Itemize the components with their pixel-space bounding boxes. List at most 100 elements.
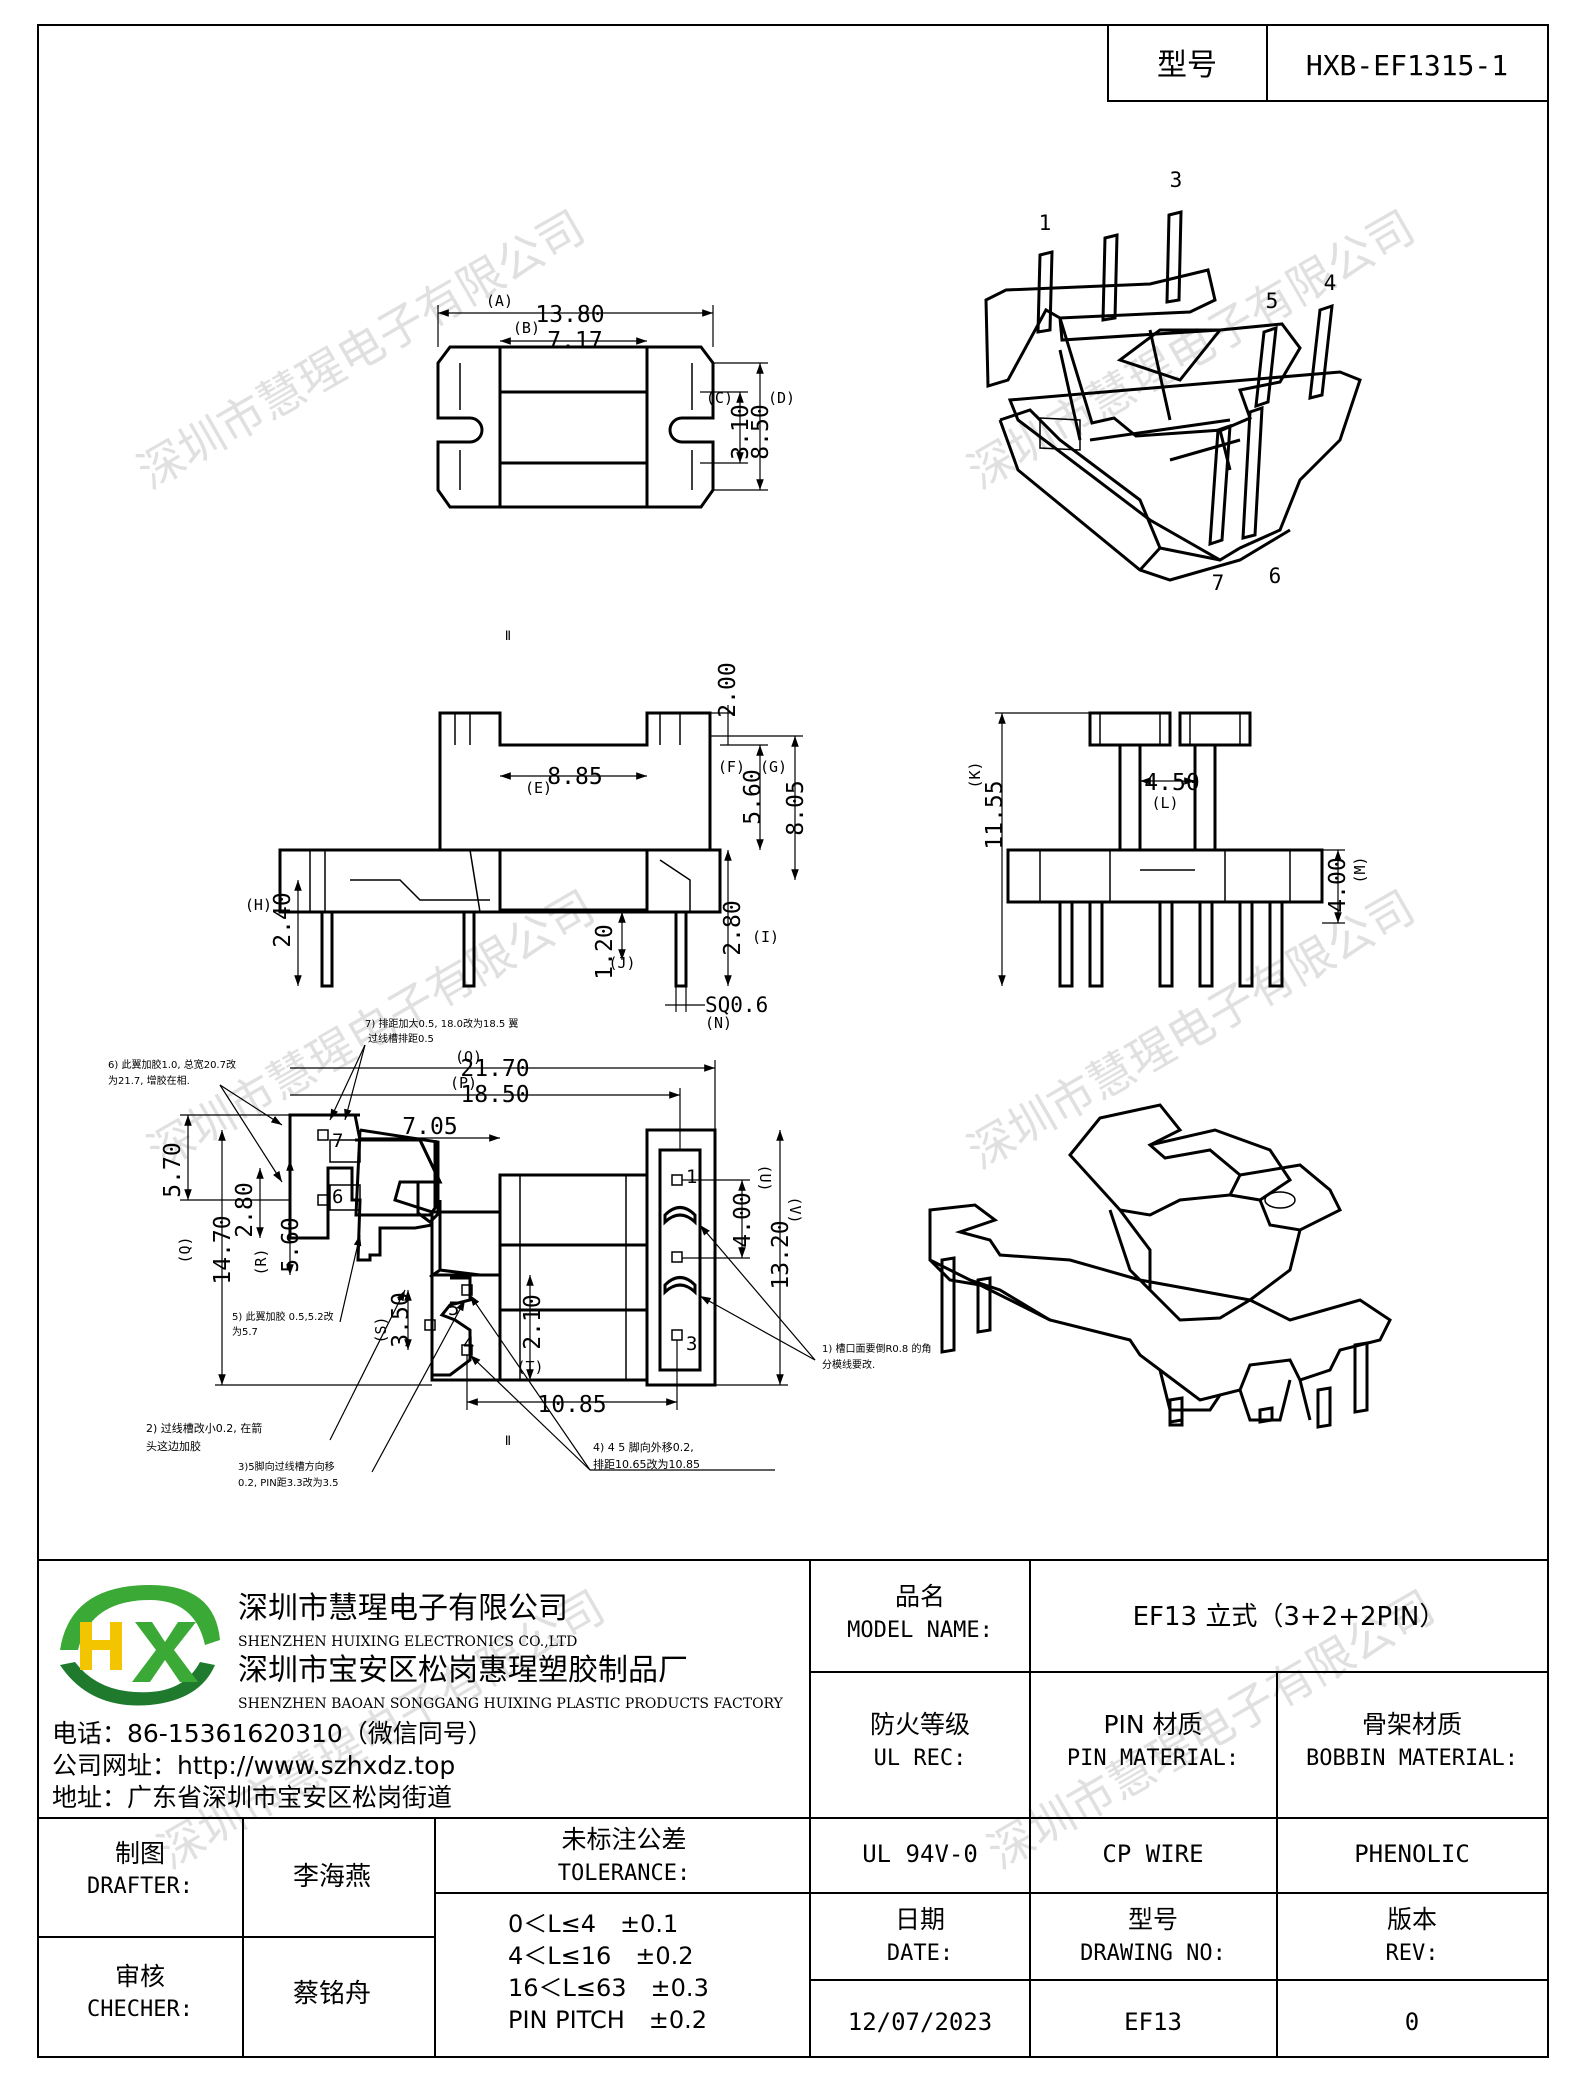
dim-b-letter: (B) [513, 319, 540, 337]
dim-a-value: 13.80 [535, 302, 604, 328]
iso-pin-7: 7 [1212, 571, 1225, 595]
note-4a: 4) 4 5 脚向外移0.2, [593, 1440, 694, 1454]
pin-material-label-en: PIN MATERIAL: [1067, 1746, 1239, 1771]
note-5a: 5) 此翼加胶 0.5,5.2改 [232, 1310, 334, 1323]
dim-c-letter: (C) [706, 389, 733, 407]
tolerance-label-en: TOLERANCE: [558, 1861, 690, 1886]
iso-view-bottom [928, 1103, 1392, 1429]
bottom-u-letter: (U) [756, 1164, 774, 1191]
bottom-u-value: 4.00 [730, 1192, 756, 1247]
title-block: 深圳市慧瑆电子有限公司 SHENZHEN HUIXING ELECTRONICS… [38, 1559, 1548, 2057]
drafter-value: 李海燕 [293, 1862, 371, 1892]
bottom-t-value: 2.10 [520, 1294, 546, 1349]
tolerance-line-4: PIN PITCH ±0.2 [508, 2006, 707, 2034]
model-name-label-en: MODEL NAME: [847, 1618, 993, 1643]
bottom-705-value: 7.05 [402, 1114, 457, 1140]
front-l-value: 4.50 [1144, 770, 1199, 796]
ul-label-cn: 防火等级 [870, 1710, 970, 1739]
company-logo [60, 1585, 220, 1706]
note-1b: 分模线要改. [822, 1358, 875, 1371]
side-h-letter: (H) [245, 896, 272, 914]
dim-d-letter: (D) [768, 389, 795, 407]
top-view: (A) 13.80 (B) 7.17 (C) 3.10 (D) 8.50 [436, 292, 795, 509]
company-web: 公司网址：http://www.szhxdz.top [52, 1751, 455, 1780]
front-m-value: 4.00 [1325, 857, 1351, 912]
bottom-pin-3: 3 [686, 1333, 697, 1355]
bobbin-material-label-cn: 骨架材质 [1362, 1710, 1462, 1739]
header-model-box: 型号 HXB-EF1315-1 [1107, 24, 1549, 102]
side-j-value: 1.20 [592, 924, 618, 979]
tolerance-line-3: 16＜L≤63 ±0.3 [508, 1974, 709, 2002]
bottom-o-value: 21.70 [460, 1056, 529, 1082]
side-view: Ⅱ 2.00 (E) 8.85 (F) 5.60 (G) 8.05 (H) 2.… [245, 629, 809, 1032]
side-g-value: 8.05 [783, 780, 809, 835]
bobbin-material-label-en: BOBBIN MATERIAL: [1306, 1746, 1518, 1771]
model-name-label-cn: 品名 [895, 1582, 945, 1611]
note-2a: 2) 过线槽改小0.2, 在箭 [146, 1421, 262, 1435]
bottom-pin-6: 6 [332, 1186, 343, 1208]
side-g-letter: (G) [760, 758, 787, 776]
note-1a: 1) 槽口面要倒R0.8 的角 [822, 1342, 931, 1355]
bottom-q-value: 14.70 [210, 1215, 236, 1284]
factory-name-cn: 深圳市宝安区松岗惠瑆塑胶制品厂 [238, 1653, 688, 1688]
tolerance-label-cn: 未标注公差 [561, 1825, 686, 1854]
front-l-letter: (L) [1151, 794, 1178, 812]
bottom-view-mark: Ⅱ [505, 1434, 511, 1449]
bottom-t-letter: (T) [516, 1358, 543, 1376]
dim-a-letter: (A) [486, 292, 513, 310]
company-address: 地址：广东省深圳市宝安区松岗街道 [52, 1783, 452, 1812]
iso-pin-6: 6 [1269, 564, 1282, 588]
iso-pin-5: 5 [1266, 289, 1279, 313]
rev-label-cn: 版本 [1387, 1905, 1437, 1934]
side-e-value: 8.85 [547, 764, 602, 790]
header-model-label: 型号 [1157, 48, 1217, 83]
bottom-r-value: 5.60 [278, 1217, 304, 1272]
drawing-no-label-en: DRAWING NO: [1080, 1941, 1226, 1966]
side-n-value: SQ0.6 [705, 993, 768, 1017]
rev-value: 0 [1405, 2008, 1419, 2036]
bottom-v-letter: (V) [786, 1196, 804, 1223]
sheet-border [37, 24, 1549, 2058]
front-k-letter: (K) [966, 761, 984, 788]
date-label-cn: 日期 [895, 1905, 945, 1934]
company-name-cn: 深圳市慧瑆电子有限公司 [238, 1591, 568, 1626]
iso-pin-4: 4 [1324, 271, 1337, 295]
dim-b-value: 7.17 [547, 328, 602, 354]
note-7b: 过线槽排距0.5 [368, 1032, 434, 1045]
drawing-no-value: EF13 [1124, 2008, 1182, 2036]
note-2b: 头这边加胶 [146, 1439, 201, 1453]
iso-pin-3: 3 [1170, 168, 1183, 192]
tolerance-line-2: 4＜L≤16 ±0.2 [508, 1942, 694, 1970]
header-model-value: HXB-EF1315-1 [1306, 49, 1508, 82]
side-n-letter: (N) [705, 1014, 732, 1032]
checker-label-en: CHECHER: [87, 1997, 193, 2022]
bottom-280-value: 2.80 [232, 1182, 258, 1237]
revision-notes: 7) 排距加大0.5, 18.0改为18.5 翼 过线槽排距0.5 6) 此翼加… [108, 1017, 931, 1489]
note-4b: 排距10.65改为10.85 [593, 1457, 700, 1471]
bottom-p-value: 18.50 [460, 1082, 529, 1108]
side-f-value: 5.60 [740, 769, 766, 824]
pin-material-value: CP WIRE [1102, 1840, 1203, 1868]
front-k-value: 11.55 [982, 780, 1008, 849]
side-dim-2: 2.00 [715, 662, 741, 717]
rev-label-en: REV: [1386, 1941, 1439, 1966]
checker-label-cn: 审核 [115, 1962, 165, 1991]
factory-name-en: SHENZHEN BAOAN SONGGANG HUIXING PLASTIC … [238, 1696, 784, 1712]
bottom-v-value: 13.20 [768, 1220, 794, 1289]
date-label-en: DATE: [887, 1941, 953, 1966]
company-tel: 电话：86-15361620310（微信同号） [52, 1719, 493, 1748]
side-view-mark: Ⅱ [505, 629, 511, 644]
bottom-pin-5: 5 [448, 1298, 459, 1320]
pin-material-label-cn: PIN 材质 [1103, 1710, 1202, 1739]
note-6a: 6) 此翼加胶1.0, 总宽20.7改 [108, 1058, 236, 1071]
model-name-value: EF13 立式（3+2+2PIN） [1133, 1602, 1446, 1632]
ul-label-en: UL REC: [874, 1746, 967, 1771]
bottom-r-letter: (R) [252, 1248, 270, 1275]
bottom-q-letter: (Q) [176, 1236, 194, 1263]
side-i-letter: (I) [752, 928, 779, 946]
drawing-no-label-cn: 型号 [1128, 1905, 1178, 1934]
note-6b: 为21.7, 增胶在相. [108, 1074, 190, 1087]
ul-value: UL 94V-0 [862, 1840, 978, 1868]
bottom-p-letter: (P) [450, 1074, 477, 1092]
